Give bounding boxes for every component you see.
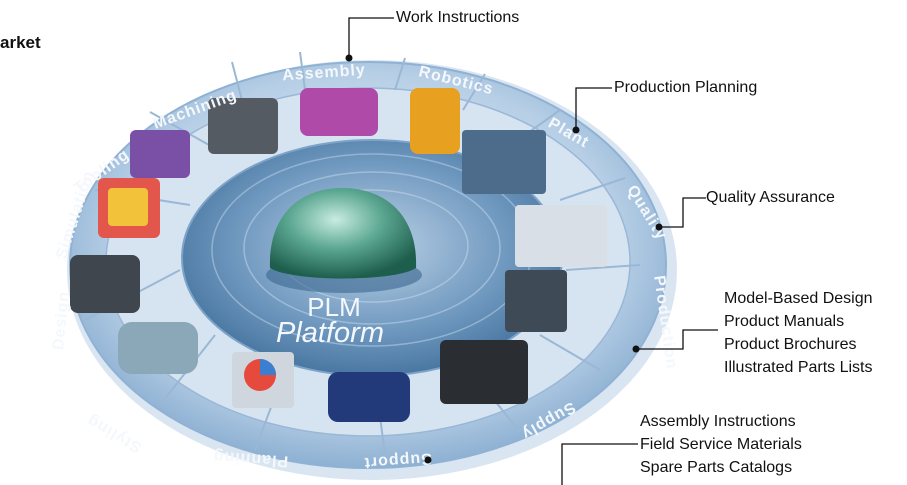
doc-assembly-instructions: Assembly Instructions xyxy=(640,413,796,430)
callout-quality-assurance: Quality Assurance xyxy=(706,189,835,206)
tooling-image-detail xyxy=(108,188,148,226)
hub-title-line2: Platform xyxy=(276,317,384,349)
plant-image xyxy=(462,130,546,194)
doc-spare-parts-catalogs: Spare Parts Catalogs xyxy=(640,459,793,476)
ripple-ring xyxy=(243,171,501,325)
doc-product-manuals: Product Manuals xyxy=(724,313,845,330)
support-image xyxy=(328,372,410,422)
ring-label-design: Design xyxy=(50,290,73,351)
doc-field-service-materials: Field Service Materials xyxy=(640,436,802,453)
machining-image xyxy=(208,98,278,154)
doc-model-based-design: Model-Based Design xyxy=(724,290,873,307)
quality-image xyxy=(515,205,607,267)
robotics-image xyxy=(410,88,460,154)
design-image xyxy=(70,255,140,313)
callout-dots xyxy=(345,54,663,464)
callout-production-docs: Model-Based Design Product Manuals Produ… xyxy=(724,287,873,379)
supply-image xyxy=(440,340,528,404)
tile-images xyxy=(70,88,607,422)
ring-label-planning: Planning xyxy=(212,447,289,469)
hub-title-line1: PLM xyxy=(307,292,360,322)
styling-image xyxy=(118,322,198,374)
callout-support-docs: Assembly Instructions Field Service Mate… xyxy=(640,410,802,479)
hub-dome xyxy=(269,188,417,279)
assembly-image xyxy=(300,88,378,136)
callout-production-planning: Production Planning xyxy=(614,79,758,96)
tooling-fixture-image xyxy=(130,130,190,178)
callout-leaders xyxy=(348,17,718,485)
ring-label-assembly: Assembly xyxy=(282,62,367,85)
production-image xyxy=(505,270,567,332)
doc-illustrated-parts-lists: Illustrated Parts Lists xyxy=(724,359,873,376)
callout-work-instructions: Work Instructions xyxy=(396,9,520,26)
ring-label-styling: Styling xyxy=(84,411,145,456)
doc-product-brochures: Product Brochures xyxy=(724,336,857,353)
ring-label-support: Support xyxy=(363,449,432,471)
corner-heading-fragment: arket xyxy=(0,33,41,52)
